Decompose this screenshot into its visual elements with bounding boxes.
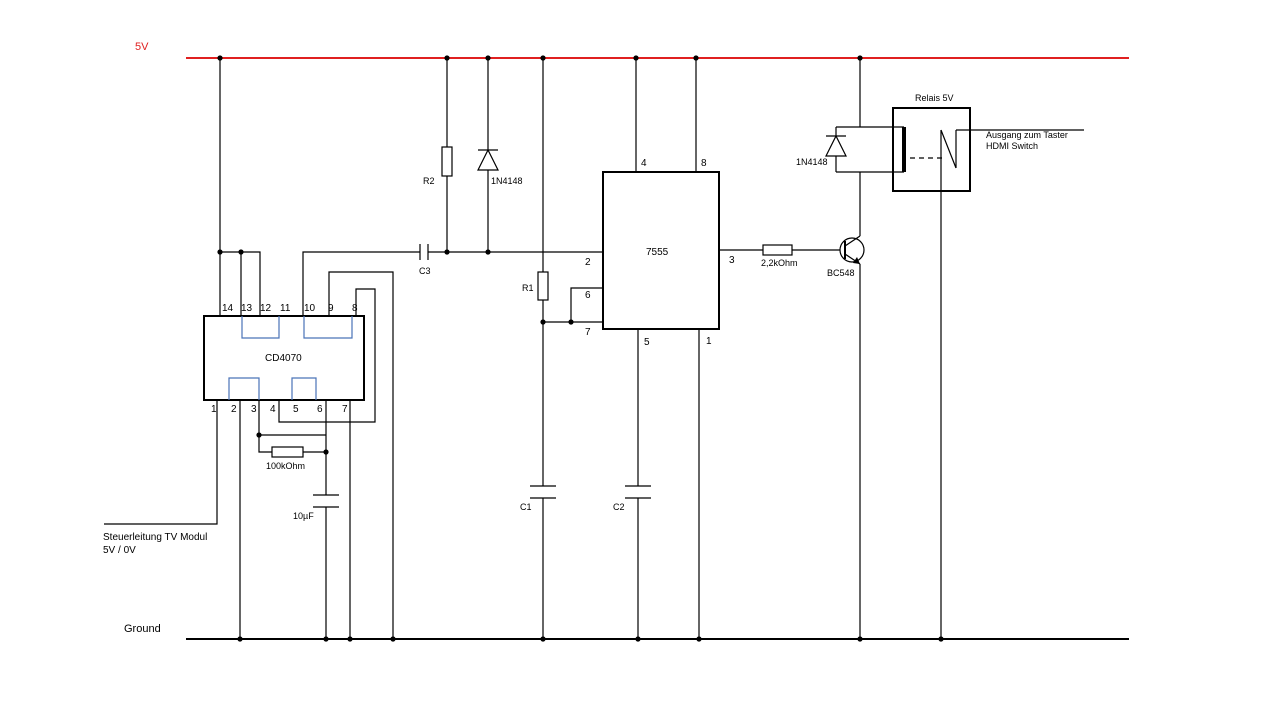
timer-pin-1: 1 [706, 336, 712, 347]
resistor-2k2-label: 2,2kOhm [761, 258, 798, 268]
pin-label-9: 9 [328, 303, 334, 314]
pin-label-13: 13 [241, 303, 253, 314]
capacitor-c2: C2 [613, 485, 651, 642]
diode-flyback: 1N4148 [796, 127, 847, 172]
cd4070-wiring [104, 55, 420, 642]
timer-label: 7555 [646, 247, 669, 258]
diode-flyback-label: 1N4148 [796, 157, 828, 167]
resistor-2k2: 2,2kOhm [719, 244, 840, 268]
pin-label-2: 2 [231, 404, 237, 415]
pin-label-3: 3 [251, 404, 257, 415]
control-line-label-1: Steuerleitung TV Modul [103, 532, 207, 543]
resistor-r1-label: R1 [522, 283, 534, 293]
relay-5v: Relais 5V Ausgang zum Taster HDMI Switch [892, 93, 1084, 192]
pin-label-1: 1 [211, 404, 217, 415]
cd4070-chip: CD4070 14 13 12 11 10 9 8 1 2 3 4 5 6 7 [203, 303, 365, 415]
gate-wiring-5-6 [291, 377, 317, 400]
capacitor-c1-label: C1 [520, 502, 532, 512]
pin-label-8: 8 [352, 303, 358, 314]
relay-output-label-2: HDMI Switch [986, 141, 1038, 151]
gate-wiring-9-8 [303, 316, 353, 339]
capacitor-c3: C3 [419, 244, 431, 276]
relay-output-label-1: Ausgang zum Taster [986, 130, 1068, 140]
cd4070-label: CD4070 [265, 353, 302, 364]
timer-pin-2: 2 [585, 257, 591, 268]
pin-label-5: 5 [293, 404, 299, 415]
transistor-label: BC548 [827, 268, 855, 278]
capacitor-c2-label: C2 [613, 502, 625, 512]
transistor-bc548: BC548 [827, 235, 865, 278]
pin-label-11: 11 [280, 303, 291, 314]
timer-pin-8: 8 [701, 158, 707, 169]
timer-pin-5: 5 [644, 337, 650, 348]
pin-label-14: 14 [222, 303, 234, 314]
resistor-r2: R2 [423, 55, 453, 252]
capacitor-10u-label: 10µF [293, 511, 314, 521]
capacitor-c3-label: C3 [419, 266, 431, 276]
timer-pin-4: 4 [641, 158, 647, 169]
pin-label-10: 10 [304, 303, 316, 314]
supply-label: 5V [135, 41, 149, 53]
pin-label-4: 4 [270, 404, 276, 415]
timer-pin-3: 3 [729, 255, 735, 266]
gate-wiring-13-12 [241, 316, 280, 339]
pin-label-6: 6 [317, 404, 323, 415]
diode-trigger-label: 1N4148 [491, 176, 523, 186]
resistor-r1: R1 [522, 55, 549, 486]
timer-pin-7: 7 [585, 327, 591, 338]
timer-pin-6: 6 [585, 290, 591, 301]
capacitor-10u: 10µF [293, 494, 339, 521]
relay-title: Relais 5V [915, 93, 954, 103]
resistor-100k: 100kOhm [266, 446, 305, 471]
capacitor-c1: C1 [520, 485, 556, 642]
resistor-100k-label: 100kOhm [266, 461, 305, 471]
timer-7555-chip: 7555 4 8 2 6 7 3 5 1 [585, 158, 735, 348]
control-line-label-2: 5V / 0V [103, 545, 136, 556]
pin-label-7: 7 [342, 404, 348, 415]
ground-label: Ground [124, 623, 161, 635]
gate-wiring-1-2 [228, 377, 260, 400]
diode-trigger: 1N4148 [477, 55, 523, 252]
resistor-r2-label: R2 [423, 176, 435, 186]
pin-label-12: 12 [260, 303, 272, 314]
